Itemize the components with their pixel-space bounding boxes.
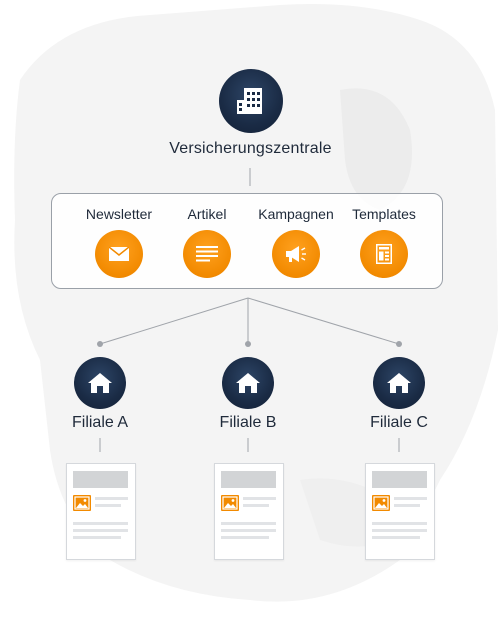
branch-c-document <box>365 463 435 560</box>
headquarters-node <box>219 69 283 133</box>
megaphone-icon <box>286 246 306 262</box>
office-building-icon <box>237 88 262 114</box>
branch-icon-circle <box>74 357 126 409</box>
channel-icon-circle <box>360 230 408 278</box>
channel-label: Artikel <box>187 206 227 222</box>
image-icon <box>221 495 239 511</box>
branch-b-document <box>214 463 284 560</box>
channel-label: Templates <box>352 206 416 222</box>
branch-label: Filiale C <box>370 414 428 431</box>
content-channels-box: Newsletter Artikel Kampagnen <box>51 193 443 289</box>
house-icon <box>236 373 260 393</box>
text-lines-icon <box>196 246 218 262</box>
channel-icon-circle <box>183 230 231 278</box>
template-layout-icon <box>376 244 392 264</box>
branch-label: Filiale B <box>219 414 277 431</box>
image-icon <box>372 495 390 511</box>
channel-icon-circle <box>95 230 143 278</box>
house-icon <box>88 373 112 393</box>
branch-a-document <box>66 463 136 560</box>
channel-label: Kampagnen <box>258 206 334 222</box>
channel-label: Newsletter <box>85 206 153 222</box>
envelope-icon <box>109 247 129 261</box>
branch-icon-circle <box>373 357 425 409</box>
channel-icon-circle <box>272 230 320 278</box>
branch-icon-circle <box>222 357 274 409</box>
house-icon <box>387 373 411 393</box>
image-icon <box>73 495 91 511</box>
branch-label: Filiale A <box>71 414 129 431</box>
headquarters-label: Versicherungszentrale <box>169 140 332 157</box>
